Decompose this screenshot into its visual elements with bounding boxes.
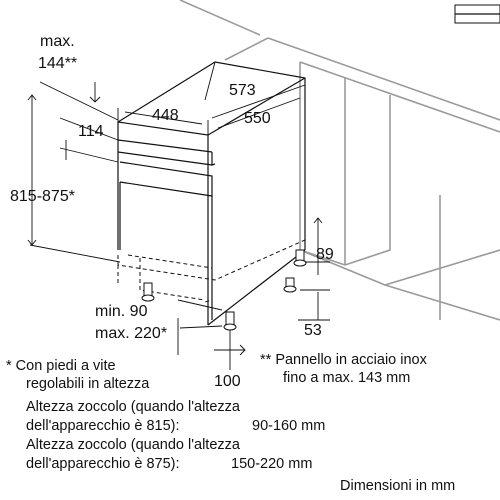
plinth-875-line2: dell'apparecchio è 875): — [26, 456, 180, 472]
plinth-875-value: 150-220 mm — [231, 456, 313, 472]
dim-max-value: 144** — [38, 55, 77, 72]
plinth-815-value: 90-160 mm — [252, 418, 326, 434]
cabinet-outline — [224, 37, 500, 321]
plinth-875-line1: Altezza zoccolo (quando l'altezza — [26, 437, 240, 453]
plinth-815-line2: dell'apparecchio è 815): — [26, 418, 180, 434]
dim-100: 100 — [214, 373, 241, 390]
dim-89: 89 — [316, 246, 334, 263]
note-feet-line1: * Con piedi a vite — [6, 358, 116, 374]
dimension-lines — [27, 61, 330, 370]
dim-min-90: min. 90 — [95, 303, 148, 320]
dim-height-range: 815-875* — [10, 188, 75, 205]
note-panel-line1: ** Pannello in acciaio inox — [260, 352, 427, 368]
dim-448: 448 — [152, 107, 179, 124]
note-panel-line2: fino a max. 143 mm — [283, 370, 411, 386]
feet — [141, 249, 307, 331]
dim-550: 550 — [244, 110, 271, 127]
dim-max-label: max. — [40, 33, 75, 50]
dim-max-220: max. 220* — [95, 325, 167, 342]
units-note: Dimensioni in mm — [340, 478, 456, 494]
dim-53: 53 — [304, 322, 322, 339]
note-feet-line2: regolabili in altezza — [26, 376, 150, 392]
plinth-815-line1: Altezza zoccolo (quando l'altezza — [26, 399, 240, 415]
dim-114: 114 — [78, 123, 104, 140]
dim-573: 573 — [229, 82, 256, 99]
